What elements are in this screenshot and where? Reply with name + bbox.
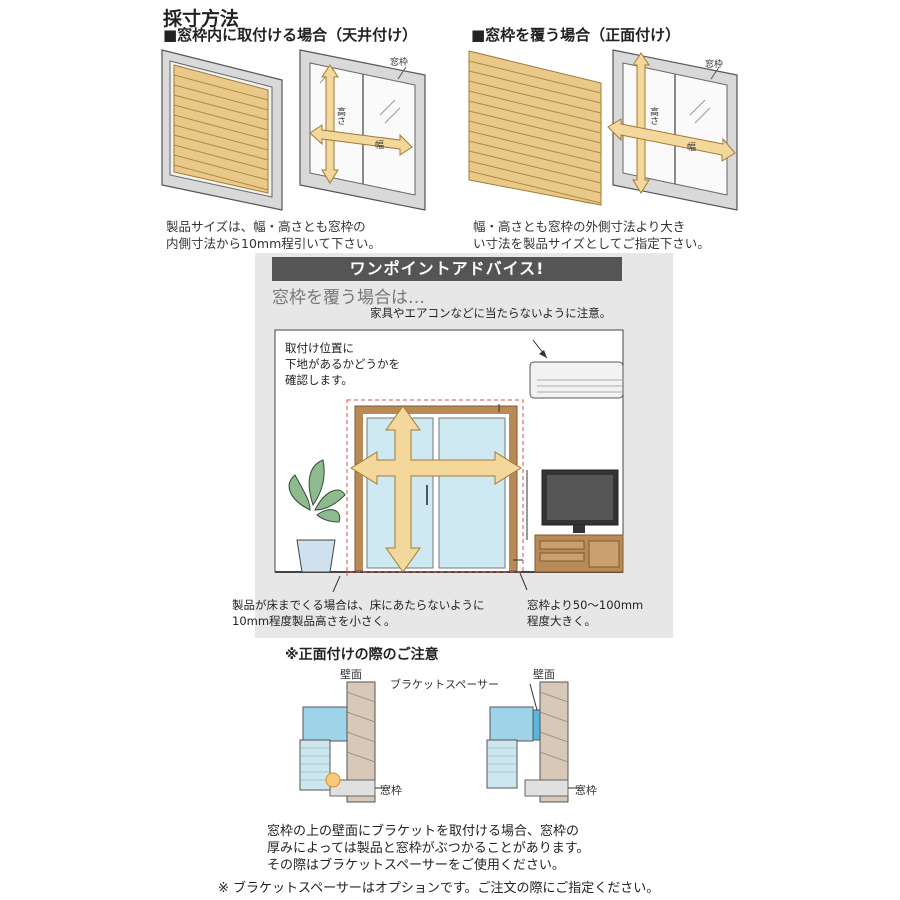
furniture-note: 家具やエアコンなどに当たらないように注意。 (370, 305, 611, 321)
tv-cabinet (535, 470, 623, 572)
inside-blind-frame (162, 50, 282, 210)
outside-width-label: 幅 (687, 141, 696, 153)
inside-measure-frame (300, 50, 425, 210)
caution-body-line: その際はブラケットスペーサーをご使用ください。 (267, 857, 589, 874)
outside-frame-label: 窓枠 (705, 58, 723, 70)
inside-caption: 製品サイズは、幅・高さとも窓枠の 内側寸法から10mm程引いて下さい。 (166, 218, 381, 252)
size-note-line: 程度大きく。 (527, 613, 643, 629)
floor-note-line: 製品が床までくる場合は、床にあたらないように (232, 597, 485, 613)
outside-mount-heading: ■窓枠を覆う場合（正面付け） (471, 24, 680, 45)
with-spacer-diagram (487, 682, 583, 802)
caution-footnote: ※ ブラケットスペーサーはオプションです。ご注文の際にご指定ください。 (218, 880, 659, 897)
caution-body: 窓枠の上の壁面にブラケットを取付ける場合、窓枠の 厚みによっては製品と窓枠がぶつ… (267, 823, 589, 874)
outside-measure-frame (608, 50, 737, 210)
outside-blind-frame (469, 51, 601, 205)
window-frame (355, 406, 517, 571)
mount-check-line: 下地があるかどうかを (285, 356, 400, 372)
without-spacer-diagram (300, 682, 390, 802)
outside-mount-illustration: 窓枠 高さ 幅 (465, 45, 755, 220)
outside-caption-line: 幅・高さとも窓枠の外側寸法より大き (473, 218, 710, 235)
inside-mount-illustration: 窓枠 高さ 幅 (160, 45, 450, 220)
outside-height-label: 高さ (648, 106, 659, 125)
mount-check-line: 取付け位置に (285, 340, 400, 356)
floor-note-line: 10mm程度製品高さを小さく。 (232, 613, 485, 629)
inside-caption-line: 内側寸法から10mm程引いて下さい。 (166, 235, 381, 252)
inside-caption-line: 製品サイズは、幅・高さとも窓枠の (166, 218, 381, 235)
inside-width-label: 幅 (375, 139, 384, 151)
caution-body-line: 厚みによっては製品と窓枠がぶつかることがあります。 (267, 840, 589, 857)
size-note: 窓枠より50～100mm 程度大きく。 (527, 597, 643, 629)
caution-heading: ※正面付けの際のご注意 (285, 644, 439, 664)
floor-note: 製品が床までくる場合は、床にあたらないように 10mm程度製品高さを小さく。 (232, 597, 485, 629)
inside-frame-label: 窓枠 (390, 56, 408, 68)
wall-label-left: 壁面 (340, 666, 362, 682)
frame-label-right: 窓枠 (575, 782, 597, 798)
inside-mount-heading: ■窓枠内に取付ける場合（天井付け） (163, 24, 417, 45)
mount-check-note: 取付け位置に 下地があるかどうかを 確認します。 (285, 340, 400, 388)
outside-caption-line: い寸法を製品サイズとしてご指定下さい。 (473, 235, 710, 252)
air-conditioner (530, 362, 623, 398)
mount-check-line: 確認します。 (285, 372, 400, 388)
size-note-line: 窓枠より50～100mm (527, 597, 643, 613)
advice-banner: ワンポイントアドバイス! (272, 257, 622, 281)
outside-caption: 幅・高さとも窓枠の外側寸法より大き い寸法を製品サイズとしてご指定下さい。 (473, 218, 710, 252)
spacer-label: ブラケットスペーサー (390, 676, 499, 692)
caution-body-line: 窓枠の上の壁面にブラケットを取付ける場合、窓枠の (267, 823, 589, 840)
frame-label-left: 窓枠 (380, 782, 402, 798)
inside-height-label: 高さ (335, 106, 346, 125)
wall-label-right: 壁面 (533, 666, 555, 682)
